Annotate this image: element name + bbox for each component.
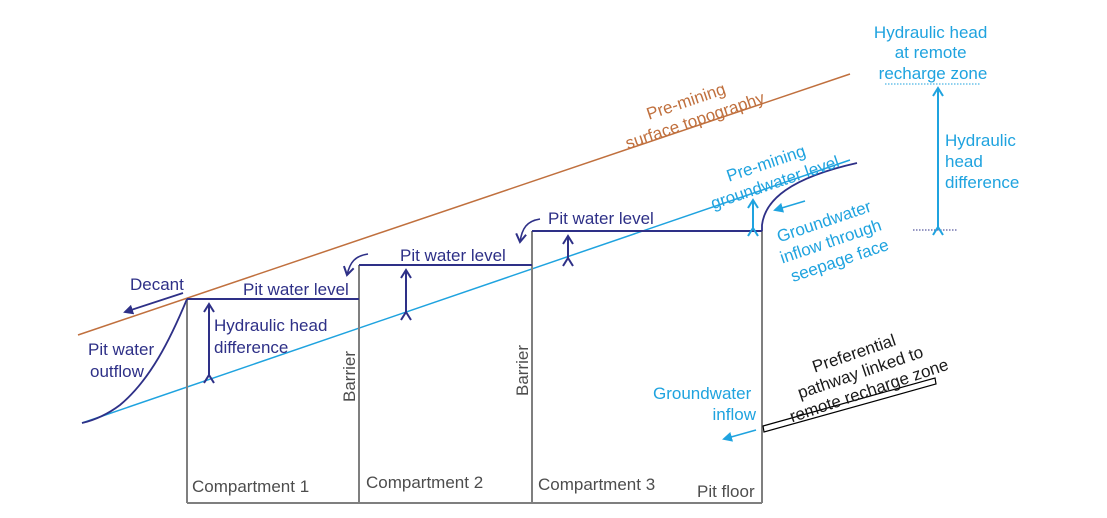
seepage-inflow-label: Groundwater inflow through seepage face	[771, 194, 895, 287]
remote-head-label: Hydraulic head at remote recharge zone	[874, 23, 992, 83]
groundwater-inflow-arrow	[722, 429, 757, 442]
pit-water-levels	[187, 230, 762, 300]
preferential-pathway	[762, 377, 937, 433]
topography-line	[77, 73, 851, 336]
pit-floor-label: Pit floor	[697, 482, 755, 501]
pit-water-level-label-1: Pit water level	[243, 280, 349, 299]
decant-label: Decant	[130, 275, 184, 294]
pit-water-outflow-label: Pit water outflow	[88, 340, 159, 381]
compartment-2-label: Compartment 2	[366, 473, 483, 492]
decant-arrow	[123, 292, 184, 315]
pit-structure	[186, 231, 763, 504]
pit-water-level-label-2: Pit water level	[400, 246, 506, 265]
barrier-label-2: Barrier	[513, 345, 532, 396]
compartment-3-label: Compartment 3	[538, 475, 655, 494]
groundwater-label: Pre-mining groundwater level	[702, 132, 842, 213]
topography-label: Pre-mining surface topography	[616, 68, 767, 153]
pit-water-level-label-3: Pit water level	[548, 209, 654, 228]
pit-water-level-pointer-3	[515, 218, 541, 244]
barrier-label-1: Barrier	[340, 351, 359, 402]
seepage-face-curve	[761, 162, 858, 231]
hhd-label: Hydraulic head difference	[214, 316, 332, 357]
pit-water-outflow-curve	[81, 298, 188, 424]
compartment-1-label: Compartment 1	[192, 477, 309, 496]
remote-head-diff-label: Hydraulic head difference	[945, 131, 1021, 192]
pit-water-level-pointer-2	[342, 253, 369, 277]
groundwater-inflow-label: Groundwater inflow	[653, 384, 757, 424]
seepage-inflow-arrow	[773, 200, 806, 213]
preferential-pathway-label: Preferential pathway linked to remote re…	[774, 317, 950, 426]
